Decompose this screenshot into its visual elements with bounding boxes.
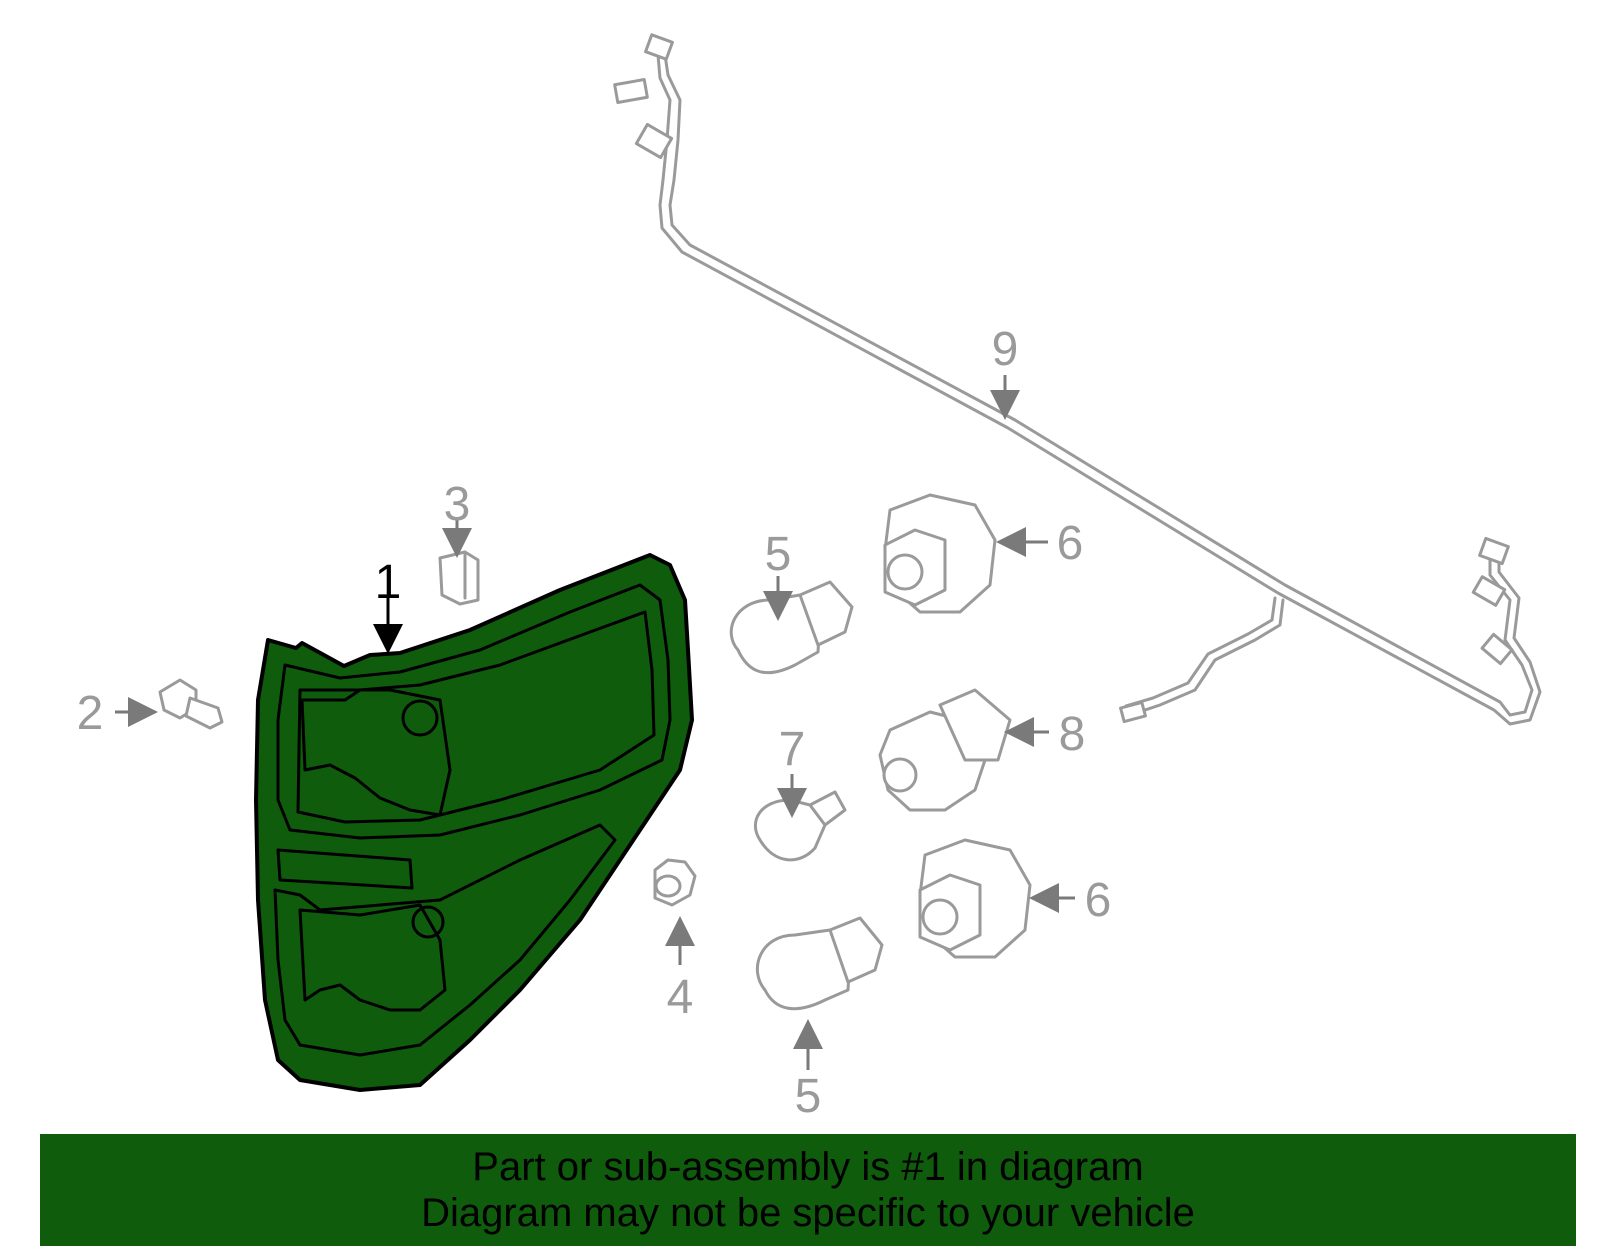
banner-line-2: Diagram may not be specific to your vehi… [421, 1191, 1195, 1235]
tail-lamp-assembly[interactable] [254, 553, 694, 1092]
callout-6-lower: 6 [1085, 874, 1112, 927]
callout-9: 9 [992, 323, 1019, 376]
callout-4: 4 [667, 971, 694, 1024]
socket-part-lower [918, 838, 1032, 959]
wiring-harness [613, 33, 1542, 726]
callout-1: 1 [375, 556, 402, 609]
socket-connector-part [878, 688, 1012, 812]
bulb-part-upper [729, 580, 854, 675]
callout-5-upper: 5 [765, 528, 792, 581]
callout-7: 7 [779, 723, 806, 776]
callout-6-upper: 6 [1057, 517, 1084, 570]
screw-part [158, 678, 224, 730]
clip-part [438, 550, 480, 606]
callout-2: 2 [77, 687, 104, 740]
wedge-bulb-part [753, 790, 847, 862]
leader-lines [115, 375, 1075, 1070]
banner-line-1: Part or sub-assembly is #1 in diagram [472, 1145, 1144, 1189]
socket-part-upper [883, 493, 997, 614]
callout-8: 8 [1059, 708, 1086, 761]
info-banner: Part or sub-assembly is #1 in diagram Di… [40, 1134, 1576, 1246]
callout-3: 3 [444, 478, 471, 531]
bulb-part-lower [755, 916, 884, 1011]
callout-5-lower: 5 [795, 1070, 822, 1123]
grommet-part [653, 858, 697, 907]
